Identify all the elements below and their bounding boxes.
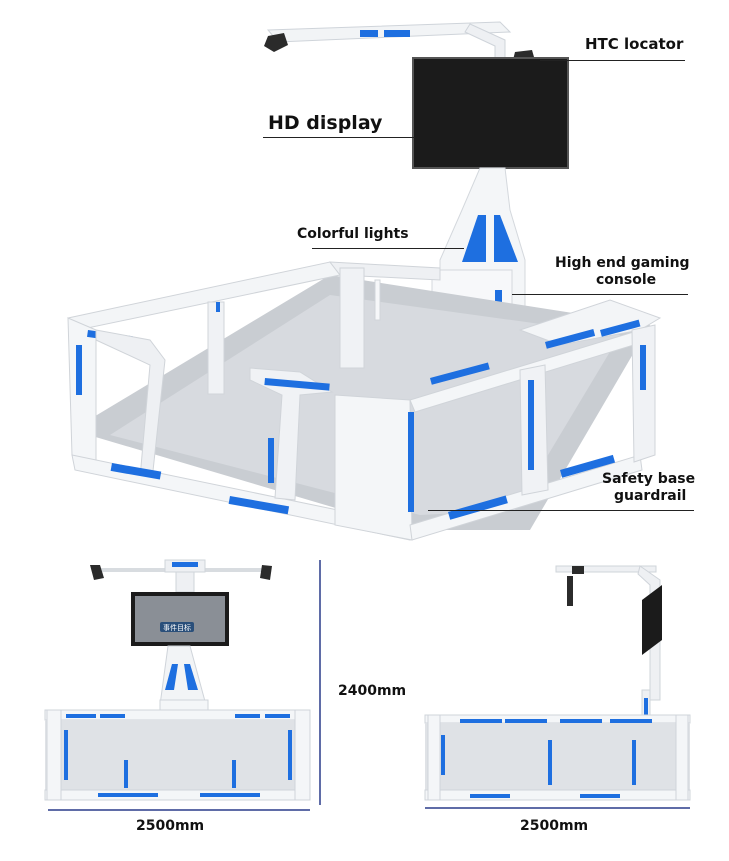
hd-display-leader-line bbox=[263, 137, 415, 138]
gaming-console-label-line2: console bbox=[596, 272, 657, 288]
gaming-console-leader-line bbox=[512, 294, 688, 295]
gaming-console-label-line1: High end gaming bbox=[555, 255, 690, 271]
htc-locator-leader-line bbox=[540, 60, 685, 61]
htc-locator-left-icon bbox=[264, 33, 288, 52]
colorful-lights-label: Colorful lights bbox=[297, 226, 409, 242]
height-dimension-label: 2400mm bbox=[338, 683, 407, 699]
side-width-dimension-label: 2500mm bbox=[520, 818, 589, 834]
front-view: 事件目标 bbox=[44, 559, 311, 801]
guardrail-label-line1: Safety base bbox=[602, 471, 696, 487]
screen-sign-text: 事件目标 bbox=[163, 623, 191, 632]
htc-locator-label: HTC locator bbox=[585, 35, 684, 53]
guardrail-label-line2: guardrail bbox=[614, 488, 687, 504]
hd-display-label: HD display bbox=[268, 112, 383, 134]
side-view bbox=[424, 565, 691, 801]
safety-guardrail bbox=[67, 261, 662, 541]
colorful-lights-leader-line bbox=[312, 248, 464, 249]
top-mount bbox=[266, 21, 512, 63]
front-width-dimension-label: 2500mm bbox=[136, 818, 205, 834]
hd-display bbox=[412, 57, 569, 169]
guardrail-leader-line bbox=[428, 510, 694, 511]
